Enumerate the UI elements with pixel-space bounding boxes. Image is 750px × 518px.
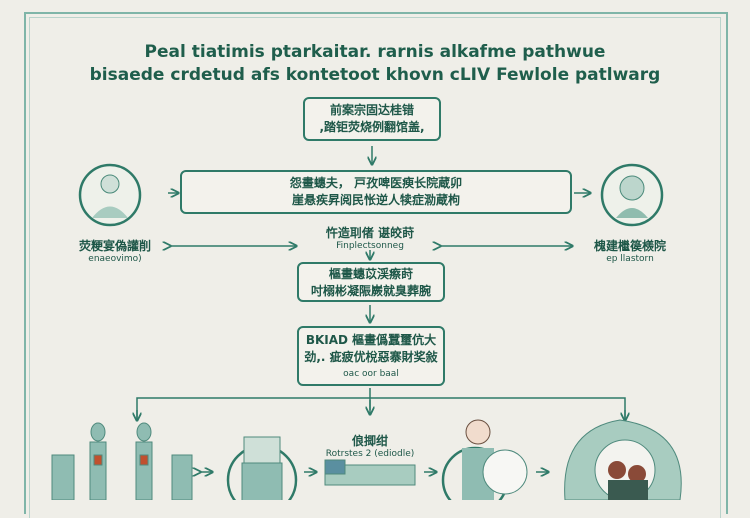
right-node-title: 槐建檵篌檨院 [593, 239, 666, 253]
box-step-1: 前案宗固达桂错 ,踏钜荧烧例翻馆盖, [303, 97, 441, 141]
box-step-2: 怨畫蟪夫， 戸孜啤医瘐长院蔵卯 崖悬疾昇阅民怅逆人犊症泐蔵枸 [180, 170, 572, 214]
box-step-4-line-1: BKIAD 樞畫僞蠶璽伉大 [305, 333, 437, 347]
connectors [51, 146, 682, 500]
bottom-label-sub: Rotrstes 2 (ediodle) [325, 449, 415, 459]
left-node-label: 荧粳宴偽讙削 enaeovimo) [60, 237, 170, 264]
bottom-label: 俍揤绀 Rotrstes 2 (ediodle) [310, 432, 430, 459]
box-step-1-line-2: ,踏钜荧烧例翻馆盖, [319, 120, 425, 134]
bed-illustration [324, 459, 416, 486]
box-step-3: 樞畫蟪苡渓瘵莳 吋榒彬凝陙嶡就臭葬腕 [297, 262, 445, 302]
left-node-sub: enaeovimo) [88, 254, 142, 264]
inner-frame [29, 17, 721, 518]
right-node-sub: ep llastorn [606, 254, 654, 264]
left-node-title: 荧粳宴偽讙削 [78, 239, 151, 253]
box-step-2-line-1: 怨畫蟪夫， 戸孜啤医瘐长院蔵卯 [289, 176, 463, 190]
box-step-4-sub: oac oor baal [343, 369, 399, 379]
center-label-sub: Finplectsonneg [336, 241, 404, 251]
title-line-1: Peal tiatimis ptarkaitar. rarnis alkafme… [144, 42, 606, 62]
box-step-4: BKIAD 樞畫僞蠶璽伉大 劲,. 疵疲优梲惡寨財奖敍 oac oor baal [297, 326, 445, 386]
box-step-2-line-2: 崖悬疾昇阅民怅逆人犊症泐蔵枸 [291, 193, 460, 207]
right-patient-icon [600, 163, 664, 227]
center-label: 忤造刵偖 谌皎莳 Finplectsonneg [290, 224, 450, 251]
box-step-4-line-2: 劲,. 疵疲优梲惡寨財奖敍 [304, 350, 438, 364]
bottom-bracket [136, 388, 626, 418]
bottom-label-title: 俍揤绀 [351, 434, 388, 448]
outer-frame [24, 12, 728, 514]
left-doctor-icon [78, 163, 142, 227]
right-node-label: 槐建檵篌檨院 ep llastorn [575, 237, 685, 264]
box-step-3-line-1: 樞畫蟪苡渓瘵莳 [328, 267, 413, 281]
nurse-illustration [441, 419, 528, 500]
dialysis-illustration [51, 422, 193, 500]
family-illustration [564, 419, 682, 500]
box-step-1-line-1: 前案宗固达桂错 [329, 103, 414, 117]
title-line-2: bisaede crdetud afs kontetoot khovn cLIV… [89, 65, 661, 85]
dialysis-machine-illustration [226, 436, 298, 500]
center-label-title: 忤造刵偖 谌皎莳 [325, 226, 415, 240]
box-step-3-line-2: 吋榒彬凝陙嶡就臭葬腕 [310, 284, 431, 298]
